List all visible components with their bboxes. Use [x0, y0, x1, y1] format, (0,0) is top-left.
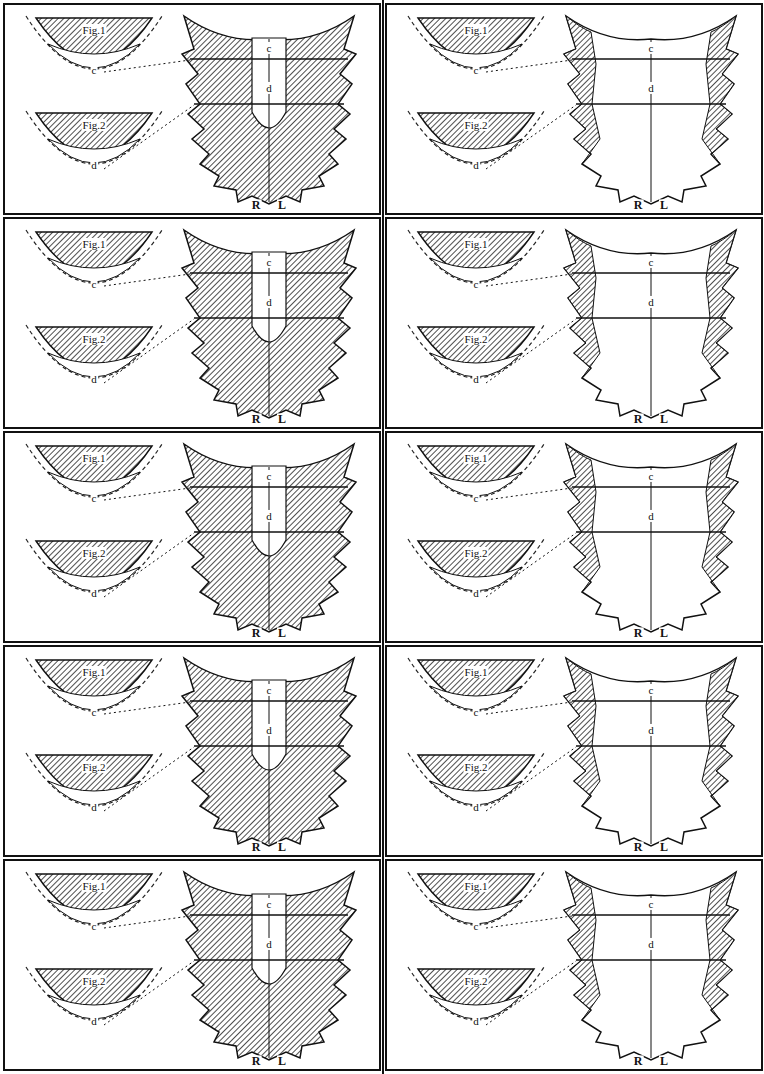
level-letter: d	[265, 296, 273, 308]
level-letter: c	[648, 256, 655, 268]
side-letter: L	[659, 1055, 669, 1068]
section-letter: d	[472, 159, 480, 171]
side-letter: L	[659, 627, 669, 640]
section-letter: c	[473, 64, 480, 76]
level-letter: d	[647, 938, 655, 950]
level-letter: c	[648, 898, 655, 910]
figure-number: Fig.1	[82, 452, 107, 464]
figure-number: Fig.2	[82, 761, 107, 773]
side-letter: R	[251, 1055, 262, 1068]
figure-number: Fig.2	[82, 975, 107, 987]
side-letter: R	[251, 841, 262, 854]
section-letter: d	[472, 1015, 480, 1027]
side-letter: L	[277, 1055, 287, 1068]
figure-number: Fig.2	[464, 119, 489, 131]
figure-number: Fig.2	[464, 547, 489, 559]
section-letter: c	[91, 706, 98, 718]
section-letter: c	[473, 920, 480, 932]
section-letter: c	[91, 278, 98, 290]
figure-number: Fig.2	[464, 333, 489, 345]
section-letter: c	[91, 492, 98, 504]
level-letter: d	[265, 82, 273, 94]
side-letter: L	[277, 413, 287, 426]
section-letter: d	[90, 159, 98, 171]
level-letter: d	[647, 296, 655, 308]
side-letter: L	[277, 841, 287, 854]
side-letter: R	[633, 1055, 644, 1068]
figure-number: Fig.2	[82, 333, 107, 345]
figure-number: Fig.2	[82, 119, 107, 131]
section-letter: d	[90, 1015, 98, 1027]
figure-number: Fig.2	[82, 547, 107, 559]
level-letter: c	[648, 470, 655, 482]
level-letter: d	[647, 510, 655, 522]
level-letter: c	[266, 898, 273, 910]
figure-number: Fig.1	[464, 24, 489, 36]
section-letter: d	[90, 587, 98, 599]
level-letter: c	[266, 256, 273, 268]
figure-number: Fig.2	[464, 975, 489, 987]
side-letter: R	[251, 413, 262, 426]
figure-number: Fig.1	[82, 666, 107, 678]
section-letter: c	[473, 706, 480, 718]
section-letter: c	[473, 278, 480, 290]
section-letter: d	[90, 373, 98, 385]
side-letter: R	[251, 627, 262, 640]
level-letter: d	[647, 724, 655, 736]
level-letter: d	[265, 724, 273, 736]
figure-number: Fig.1	[82, 24, 107, 36]
figure-number: Fig.2	[464, 761, 489, 773]
side-letter: L	[659, 841, 669, 854]
side-letter: L	[277, 199, 287, 212]
figure-number: Fig.1	[82, 880, 107, 892]
level-letter: c	[266, 42, 273, 54]
side-letter: R	[633, 627, 644, 640]
section-letter: d	[90, 801, 98, 813]
section-letter: d	[472, 587, 480, 599]
figure-number: Fig.1	[464, 238, 489, 250]
level-letter: d	[265, 510, 273, 522]
section-letter: c	[473, 492, 480, 504]
figure-number: Fig.1	[464, 666, 489, 678]
section-letter: c	[91, 64, 98, 76]
level-letter: c	[266, 684, 273, 696]
side-letter: L	[277, 627, 287, 640]
level-letter: d	[647, 82, 655, 94]
figure-number: Fig.1	[464, 880, 489, 892]
side-letter: R	[633, 199, 644, 212]
side-letter: L	[659, 413, 669, 426]
level-letter: c	[648, 684, 655, 696]
figure-number: Fig.1	[464, 452, 489, 464]
section-letter: d	[472, 373, 480, 385]
side-letter: R	[633, 413, 644, 426]
side-letter: L	[659, 199, 669, 212]
level-letter: d	[265, 938, 273, 950]
figure-number: Fig.1	[82, 238, 107, 250]
level-letter: c	[266, 470, 273, 482]
level-letter: c	[648, 42, 655, 54]
side-letter: R	[251, 199, 262, 212]
section-letter: d	[472, 801, 480, 813]
side-letter: R	[633, 841, 644, 854]
section-letter: c	[91, 920, 98, 932]
